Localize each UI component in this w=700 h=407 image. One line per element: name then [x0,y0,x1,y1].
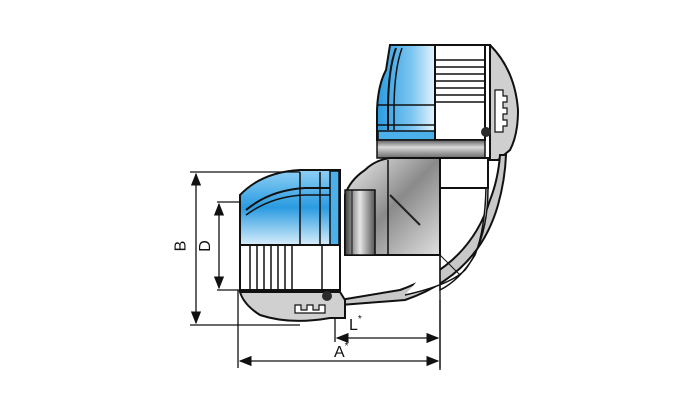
dimension-label-l: L* [349,314,362,334]
dimension-label-d: D [196,240,214,252]
dimension-label-a: A* [334,341,349,361]
dimension-label-b: B [172,240,190,252]
elbow-body [339,154,508,370]
left-cap [238,169,346,322]
dimension-lines [190,171,441,368]
top-cap [376,44,520,161]
